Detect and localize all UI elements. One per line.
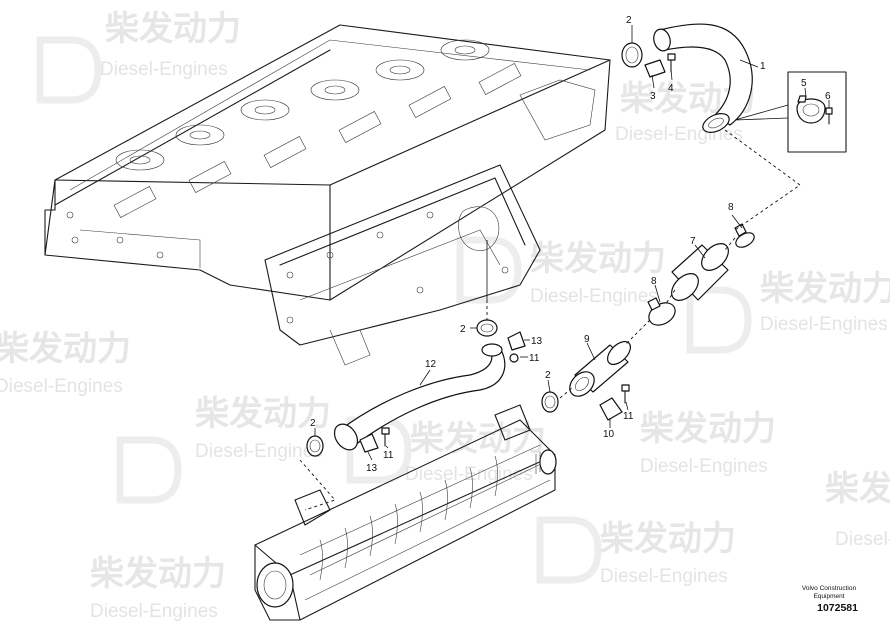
cylinder-head (44, 24, 611, 301)
callout-13-lower: 13 (366, 463, 378, 474)
part-8-clamp-upper (734, 223, 755, 248)
footer-drawing-number: 1072581 (817, 602, 858, 614)
watermark-cn: 柴发动力 (640, 409, 776, 449)
part-2-oring-center (476, 319, 498, 337)
watermark-bottom-left: 柴发动力 Diesel-Engines (90, 554, 226, 622)
part-13-bracket-lower (359, 433, 379, 453)
watermark-en: Diesel-Engines (405, 464, 533, 485)
detail-inset-box (734, 71, 847, 153)
watermark-cn: 柴发动力 (760, 269, 890, 309)
part-10-bracket (599, 397, 623, 421)
watermark-left: 柴发动力 Diesel-Engines (0, 329, 131, 397)
watermark-mid: 柴发动力 Diesel-Engines (456, 236, 666, 307)
callout-11-right: 11 (623, 411, 634, 422)
watermark-cn: 柴发动力 (0, 329, 131, 369)
callout-3: 3 (650, 91, 656, 102)
part-2-oring-left (306, 435, 324, 457)
callout-12: 12 (425, 359, 437, 370)
watermark-en: Diesel-Engines (760, 314, 888, 335)
watermark-en: Diesel-Engines (600, 566, 728, 587)
callout-10: 10 (603, 429, 615, 440)
callout-5: 5 (801, 78, 807, 89)
watermark-cn: 柴发动力 (600, 519, 736, 559)
part-8-clamp-lower (647, 297, 676, 326)
assembly-lines (299, 129, 801, 511)
callout-11-lower: 11 (383, 450, 394, 461)
watermark-far-right: 柴发动力 Diesel-Engines (825, 469, 890, 550)
watermark-cn: 柴发动力 (530, 239, 666, 279)
part-11-bolt-center (509, 353, 519, 363)
watermark-cn: 柴发动力 (195, 394, 331, 434)
part-7-sleeve (671, 243, 729, 301)
watermark-en: Diesel-Engines (530, 286, 658, 307)
callout-11-center: 11 (529, 353, 540, 364)
part-13-bracket-center (507, 331, 526, 351)
part-4-bolt-top (667, 53, 676, 73)
part-3-clamp-top (644, 59, 666, 78)
callout-8-upper: 8 (728, 202, 734, 213)
part-11-bolt-lower (381, 427, 390, 447)
callout-13-center: 13 (531, 336, 543, 347)
watermark-logo-icon (536, 516, 602, 584)
watermark-center: 柴发动力 Diesel-Engines (116, 394, 331, 504)
watermark-cn: 柴发动力 (90, 554, 226, 594)
part-11-bolt-right (621, 384, 630, 404)
callout-6: 6 (825, 91, 831, 102)
callout-leaders (314, 25, 830, 461)
callout-8-lower: 8 (651, 276, 657, 287)
watermark-en: Diesel-Engines (0, 376, 123, 397)
watermark-en: Diesel-Engines (100, 59, 228, 80)
callout-1: 1 (760, 61, 766, 72)
watermark-en: Diesel-Engines (640, 456, 768, 477)
watermark-logo-icon (36, 36, 102, 104)
part-2-oring-top (621, 42, 643, 68)
watermark-logo-icon (116, 436, 182, 504)
callout-numbers: 2 1 3 4 5 6 8 7 8 9 2 13 11 12 2 11 10 2… (310, 15, 831, 474)
watermark-en: Diesel-Engines (90, 601, 218, 622)
part-1-hose (653, 23, 753, 133)
callout-4: 4 (668, 83, 674, 94)
part-12-hose (333, 343, 506, 451)
callout-2-right: 2 (545, 370, 551, 381)
cylinder-head-features (66, 39, 596, 259)
part-2-oring-right (541, 391, 559, 413)
watermark-en: Diesel-Engines (835, 529, 890, 550)
manifold-cover (264, 164, 541, 366)
watermark-layer: 柴发动力 Diesel-Engines 柴发动力 Diesel-Engines … (0, 9, 890, 622)
watermark-cn: 柴发动力 (825, 469, 890, 509)
watermark-right-2: 柴发动力 Diesel-Engines (640, 409, 776, 477)
watermark-bottom-mid: 柴发动力 Diesel-Engines (536, 516, 736, 587)
part-9-pipe (569, 340, 632, 397)
watermark-top: 柴发动力 Diesel-Engines (36, 9, 241, 104)
watermark-logo-icon (456, 236, 522, 304)
callout-9: 9 (584, 334, 590, 345)
callout-7: 7 (690, 236, 696, 247)
footer-brand-text: Volvo Construction Equipment (801, 585, 857, 600)
callout-2-top: 2 (626, 15, 632, 26)
egr-cooler (254, 404, 557, 621)
watermark-cn: 柴发动力 (105, 9, 241, 49)
callout-2-left: 2 (310, 418, 316, 429)
watermark-logo-icon (686, 286, 752, 354)
watermark-right: 柴发动力 Diesel-Engines (686, 269, 890, 354)
watermark-en: Diesel-Engines (195, 441, 323, 462)
callout-2-center: 2 (460, 324, 466, 335)
